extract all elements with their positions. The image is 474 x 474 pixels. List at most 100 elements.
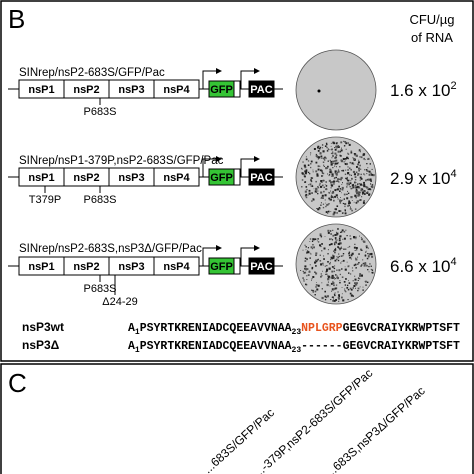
plaque-speck	[330, 299, 332, 301]
plaque-speck	[330, 142, 332, 144]
plaque-speck	[319, 165, 321, 167]
plaque-speck	[301, 172, 304, 175]
plaque-speck	[344, 266, 346, 268]
seq-wt: A1PSYRTKRENIADCQEEAVVNAA23NPLGRPGEGVCRAI…	[128, 322, 460, 337]
plaque-speck	[330, 196, 333, 198]
plaque-speck	[322, 203, 325, 205]
plaque-speck	[363, 157, 365, 160]
plaque-speck	[334, 251, 336, 254]
plaque-speck	[311, 266, 314, 269]
plaque-speck	[326, 203, 329, 206]
plaque-speck	[365, 179, 367, 182]
plaque-speck	[360, 248, 362, 251]
plaque-speck	[318, 207, 320, 208]
plaque-speck	[332, 190, 334, 193]
plaque-speck	[343, 281, 346, 283]
plaque-speck	[336, 231, 337, 233]
plaque-speck	[344, 210, 346, 212]
plaque-speck	[332, 254, 334, 256]
plaque-speck	[320, 180, 323, 183]
plaque-speck	[358, 150, 360, 152]
plaque-speck	[315, 284, 318, 286]
plaque-speck	[355, 182, 357, 183]
plaque-speck	[327, 160, 329, 162]
plaque-speck	[348, 184, 350, 186]
plaque-speck	[323, 166, 325, 167]
plaque-speck	[370, 253, 373, 256]
plaque-speck	[327, 167, 329, 169]
plaque-speck	[348, 251, 351, 253]
cfu-header-line2: of RNA	[411, 30, 453, 45]
plaque-speck	[371, 168, 373, 170]
plaque-speck	[303, 173, 305, 175]
plaque-speck	[328, 267, 331, 270]
plaque-speck	[335, 154, 338, 156]
plaque-speck	[318, 156, 321, 159]
plaque-speck	[305, 158, 308, 161]
plaque-speck	[336, 145, 339, 148]
plaque-speck	[340, 149, 343, 152]
plaque-speck	[307, 274, 310, 276]
plaque-speck	[317, 146, 319, 149]
plaque-speck	[318, 207, 321, 210]
plaque-speck	[325, 181, 327, 183]
plaque-speck	[346, 186, 348, 188]
plaque-speck	[309, 173, 311, 175]
plaque-speck	[339, 166, 341, 168]
plaque-speck	[327, 261, 329, 263]
plaque-speck	[319, 152, 322, 155]
plaque-speck	[303, 279, 305, 281]
plaque-speck	[326, 273, 328, 275]
plaque-speck	[363, 181, 365, 184]
plaque-speck	[328, 149, 330, 151]
plaque-speck	[340, 231, 343, 233]
plaque-speck	[303, 280, 305, 282]
plaque-speck	[353, 236, 356, 239]
plaque-speck	[320, 155, 323, 158]
plaque-speck	[324, 159, 326, 161]
plaque-speck	[330, 184, 334, 187]
plaque-speck	[338, 300, 340, 302]
nsp4-label: nsP4	[163, 84, 190, 96]
plaque-speck	[360, 189, 363, 192]
plaque-speck	[370, 265, 372, 267]
plaque-speck	[315, 170, 318, 173]
plaque-speck	[346, 284, 349, 287]
plaque-speck	[338, 185, 340, 188]
plaque-speck	[362, 184, 364, 186]
plaque-speck	[365, 245, 367, 247]
plaque-speck	[340, 246, 342, 248]
plaque-speck	[344, 290, 346, 292]
plaque-speck	[331, 196, 334, 198]
plaque-speck	[328, 191, 330, 194]
plaque-speck	[311, 185, 314, 187]
nsp2-label: nsP2	[73, 172, 99, 184]
plaque-speck	[316, 288, 319, 291]
plaque-speck	[315, 188, 318, 191]
plaque-speck	[302, 161, 304, 163]
plaque-speck	[341, 188, 344, 191]
plaque-speck	[342, 202, 344, 205]
plaque-speck	[364, 262, 367, 264]
plaque-speck	[314, 294, 316, 296]
plaque-speck	[364, 169, 366, 171]
plaque-speck	[303, 272, 305, 274]
plaque-speck	[303, 164, 306, 167]
plaque-speck	[330, 282, 333, 285]
plaque-speck	[354, 263, 357, 266]
plaque-speck	[346, 193, 348, 195]
plaque-speck	[335, 208, 337, 211]
plaque-speck	[349, 235, 351, 237]
plaque-speck	[351, 186, 354, 188]
mutation-label: P683S	[83, 106, 116, 118]
plaque-speck	[363, 264, 366, 267]
plaque-speck	[346, 287, 349, 289]
plaque-speck	[333, 293, 336, 295]
plaque-speck	[322, 147, 324, 149]
plaque-speck	[367, 188, 369, 191]
plaque-speck	[354, 184, 357, 187]
plaque-speck	[315, 286, 317, 288]
plaque-speck	[335, 145, 337, 148]
plaque-speck	[370, 172, 372, 174]
plaque-speck	[309, 264, 311, 266]
